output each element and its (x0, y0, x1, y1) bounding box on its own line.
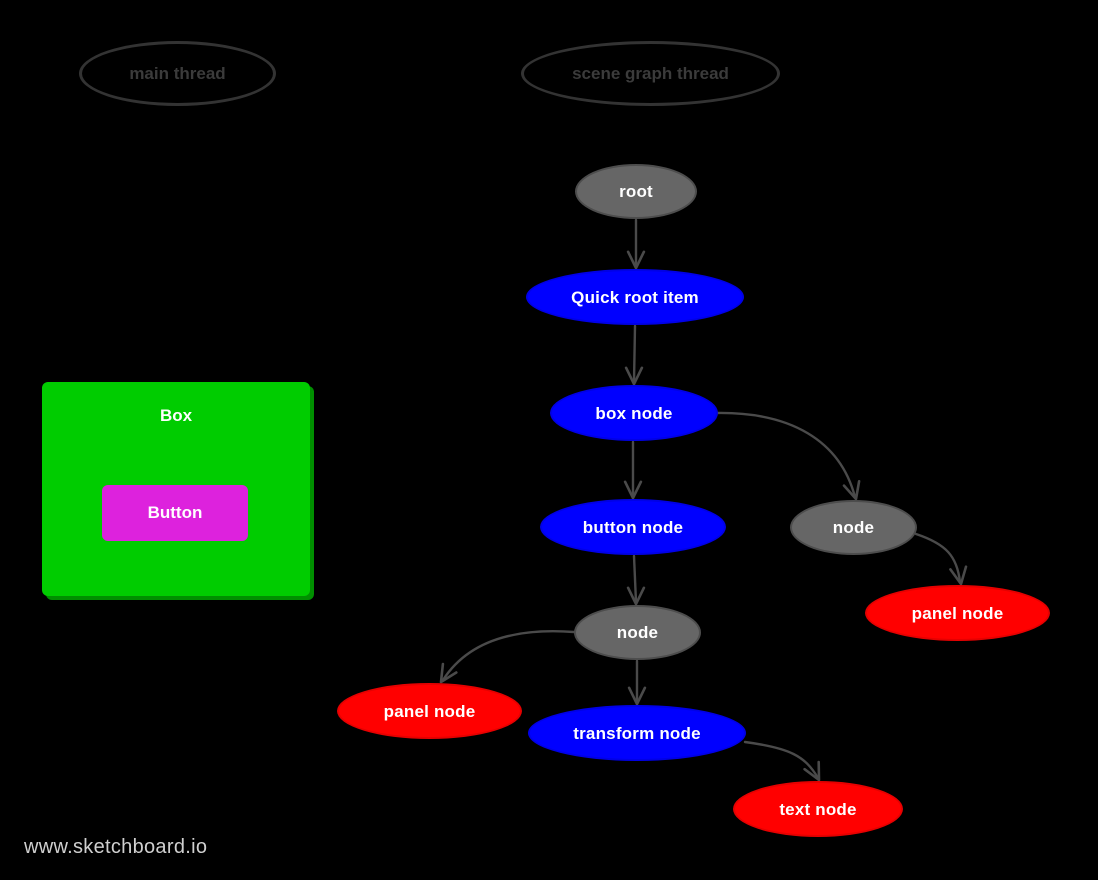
arrowhead-ah-text-node (803, 760, 821, 782)
arrowhead-ah-quick-root-item (626, 250, 646, 270)
graph-node-root[interactable]: root (575, 164, 697, 219)
edge-node-lower-to-panel-node-left (441, 630, 576, 682)
graph-node-label: text node (779, 799, 857, 819)
swimlane-main-thread[interactable]: main thread (79, 41, 276, 106)
edge-box-node-to-node-right (715, 411, 857, 499)
ui-button[interactable] (102, 485, 248, 541)
graph-node-text-node[interactable]: text node (733, 781, 903, 837)
swimlane-label: scene graph thread (572, 63, 729, 83)
edge-quick-root-item-to-box-node (632, 324, 637, 384)
edge-button-node-to-node-lower (632, 554, 638, 604)
edge-node-right-to-panel-node-right (914, 532, 962, 584)
arrowhead-ah-button-node (623, 480, 643, 500)
graph-node-label: panel node (911, 603, 1004, 623)
watermark: www.sketchboard.io (24, 836, 208, 858)
ui-box-label: Box (159, 406, 193, 425)
graph-node-label: button node (582, 517, 684, 537)
graph-node-quick-root-item[interactable]: Quick root item (526, 269, 744, 325)
graph-node-panel-node-left[interactable]: panel node (337, 683, 522, 739)
arrowhead-ah-node-right (842, 480, 861, 501)
graph-node-label: transform node (573, 723, 701, 743)
arrowhead-ah-panel-node-left (439, 662, 458, 684)
graph-node-label: panel node (383, 701, 476, 721)
graph-node-box-node[interactable]: box node (550, 385, 718, 441)
swimlane-scene-graph-thread[interactable]: scene graph thread (521, 41, 780, 106)
graph-node-label: root (619, 182, 653, 201)
graph-node-label: Quick root item (571, 287, 699, 307)
arrowhead-ah-transform-node (627, 686, 647, 706)
graph-node-label: node (616, 623, 659, 642)
graph-node-node-lower[interactable]: node (574, 605, 701, 660)
graph-node-label: node (832, 518, 875, 537)
graph-node-transform-node[interactable]: transform node (528, 705, 746, 761)
graph-node-label: box node (595, 403, 673, 423)
swimlane-label: main thread (129, 63, 226, 83)
graph-node-button-node[interactable]: button node (540, 499, 726, 555)
arrowhead-ah-node-lower (626, 586, 646, 606)
arrowhead-ah-box-node (624, 366, 644, 386)
ui-button-label: Button (147, 503, 203, 522)
graph-node-node-right[interactable]: node (790, 500, 917, 555)
graph-node-panel-node-right[interactable]: panel node (865, 585, 1050, 641)
edge-transform-node-to-text-node (743, 740, 820, 780)
arrowhead-ah-panel-node-right (949, 565, 968, 586)
